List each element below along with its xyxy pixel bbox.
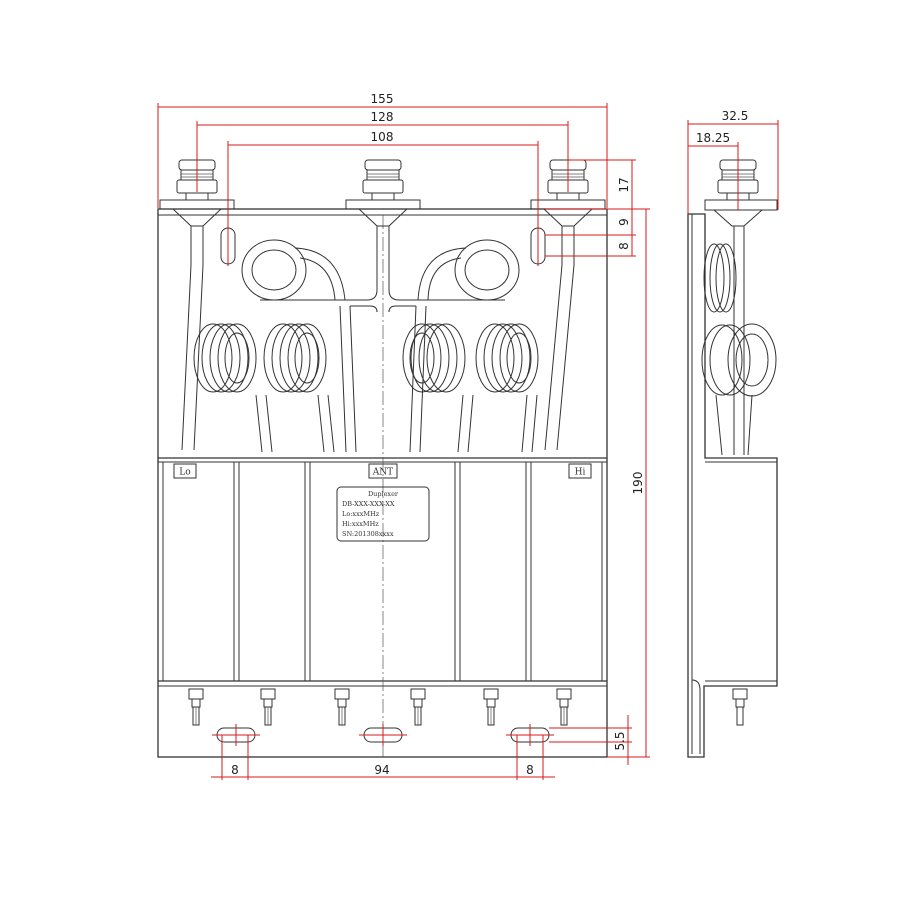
front-body-outline [157, 208, 608, 758]
cavity-dividers [162, 462, 603, 681]
connector-ant [345, 159, 421, 227]
dim-slot-length: 8 [617, 242, 631, 250]
nameplate-line-4: Hi:xxxMHz [342, 520, 379, 528]
hi-label: Hi [575, 468, 586, 478]
loop-coil-left [241, 239, 346, 301]
side-bracket-outline [687, 213, 778, 758]
nameplate-line-1: Duplexer [368, 490, 399, 498]
helical-coil-3 [402, 323, 466, 393]
dim-connector-span-inner: 108 [371, 130, 394, 144]
dim-mount-slot-width-right: 8 [526, 763, 534, 777]
dim-side-depth: 32.5 [722, 109, 749, 123]
hi-label-box [568, 463, 592, 479]
nameplate: Duplexer DB-XXX-XXX-XX Lo:xxxMHz Hi:xxxM… [336, 486, 430, 542]
helical-coil-2 [263, 323, 327, 393]
side-tuning-screw [732, 688, 748, 726]
lo-label: Lo [179, 468, 190, 478]
dim-overall-width: 155 [371, 92, 394, 106]
dim-mount-slot-width-left: 8 [231, 763, 239, 777]
helical-coil-4 [475, 323, 539, 393]
nameplate-line-5: SN:201308xxxx [342, 530, 394, 538]
dim-connector-height: 17 [617, 177, 631, 192]
side-bend [691, 679, 701, 754]
dim-connector-span-outer: 128 [371, 110, 394, 124]
side-view [687, 159, 778, 758]
side-coil-lower [701, 323, 777, 397]
dim-side-connector-offset: 18.25 [696, 131, 730, 145]
dimension-labels: 155 128 108 17 9 8 190 5.5 8 94 8 32.5 1… [231, 92, 748, 777]
loop-coil-right [417, 239, 520, 301]
helical-coil-1 [193, 323, 257, 393]
coupling-rods [181, 226, 575, 453]
dim-slot-offset: 9 [617, 218, 631, 226]
dim-overall-height: 190 [631, 472, 645, 495]
ant-label-box [368, 463, 398, 479]
side-flange [704, 199, 778, 211]
front-view: Lo ANT Hi Duplexer DB-XXX-XXX-XX Lo:xxxM… [157, 159, 608, 758]
side-coil-upper [703, 243, 737, 313]
lo-label-box [173, 463, 197, 479]
nameplate-line-3: Lo:xxxMHz [342, 510, 380, 518]
tuning-screws [188, 688, 572, 726]
nameplate-line-2: DB-XXX-XXX-XX [342, 500, 395, 508]
dim-mount-slot-height: 5.5 [613, 731, 627, 750]
dimension-lines [157, 103, 779, 780]
ant-label: ANT [372, 468, 393, 478]
dim-mount-slot-spacing: 94 [374, 763, 389, 777]
